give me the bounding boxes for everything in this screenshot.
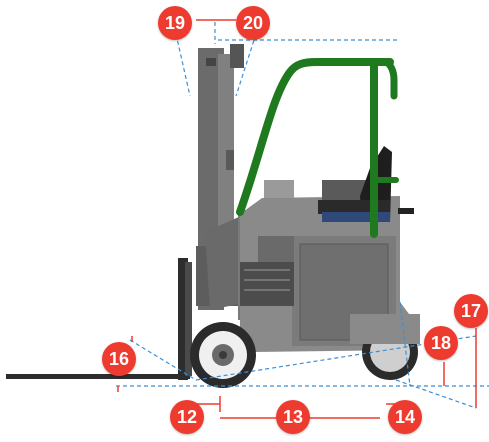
- dimension-lines: [116, 22, 489, 409]
- overhead-guard: [236, 58, 399, 238]
- callout-16: 16: [102, 342, 136, 376]
- callout-17: 17: [454, 294, 488, 328]
- callout-19: 19: [158, 6, 192, 40]
- forks: [6, 258, 192, 380]
- callout-13: 13: [276, 400, 310, 434]
- front-wheel: [190, 322, 256, 388]
- callout-12: 12: [170, 400, 204, 434]
- callout-18: 18: [424, 326, 458, 360]
- rear-wheel: [350, 314, 420, 380]
- callout-20: 20: [236, 6, 270, 40]
- callout-14: 14: [388, 400, 422, 434]
